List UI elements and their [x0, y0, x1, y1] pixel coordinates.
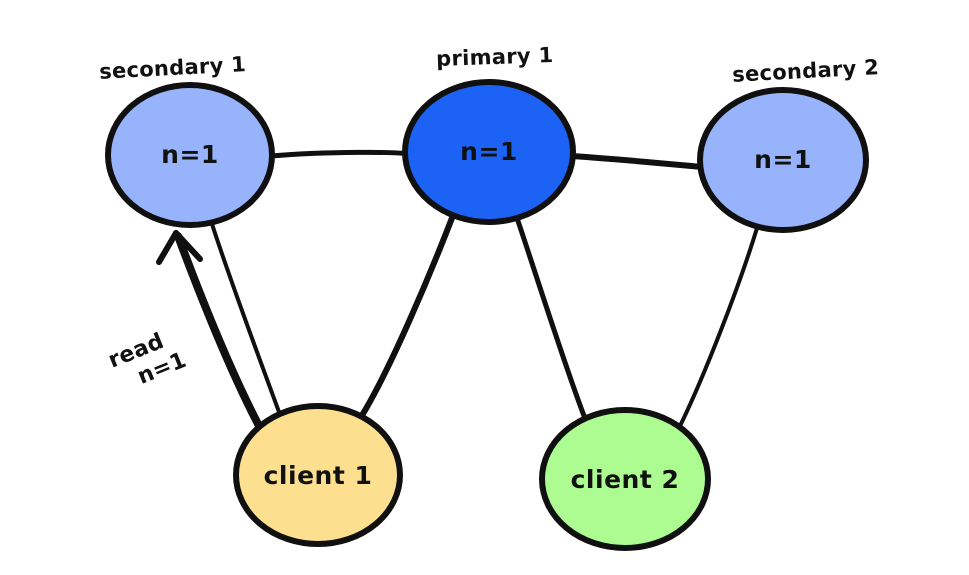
node-primary-1-value: n=1 — [460, 137, 518, 166]
node-client-1-shape[interactable] — [233, 403, 403, 547]
node-secondary-1-shape[interactable] — [105, 82, 275, 228]
node-client-1-value: client 1 — [264, 461, 373, 490]
edge-primary-secondary2 — [569, 153, 705, 170]
node-client-2-shape[interactable] — [539, 407, 711, 551]
node-secondary-2-title: secondary 2 — [732, 55, 880, 87]
edge-secondary1-primary — [268, 149, 410, 159]
edge-layer — [210, 149, 759, 426]
node-layer: n=1 secondary 1 n=1 primary 1 n=1 second… — [99, 43, 880, 551]
read-arrow-head-left — [156, 230, 179, 265]
read-arrow — [156, 230, 262, 428]
node-secondary-2-shape[interactable] — [697, 87, 869, 233]
node-secondary-2[interactable]: n=1 — [697, 87, 869, 233]
read-arrow-label: read n=1 — [105, 329, 190, 390]
node-primary-1-title: primary 1 — [436, 43, 554, 71]
edge-client2-secondary2 — [679, 226, 759, 426]
edge-client2-primary — [514, 215, 589, 424]
node-client-2[interactable]: client 2 — [539, 407, 711, 551]
node-secondary-1-title: secondary 1 — [99, 52, 247, 84]
node-client-2-value: client 2 — [571, 465, 680, 494]
node-secondary-1-value: n=1 — [161, 140, 219, 169]
node-secondary-1[interactable]: n=1 — [105, 82, 275, 228]
edge-client1-secondary1 — [210, 222, 281, 414]
node-primary-1[interactable]: n=1 — [402, 79, 576, 225]
read-arrow-head-right — [173, 230, 203, 262]
read-arrow-shaft — [174, 232, 262, 428]
edge-client1-primary — [358, 215, 455, 420]
node-secondary-2-value: n=1 — [754, 145, 812, 174]
node-primary-1-shape[interactable] — [402, 79, 576, 225]
node-client-1[interactable]: client 1 — [233, 403, 403, 547]
